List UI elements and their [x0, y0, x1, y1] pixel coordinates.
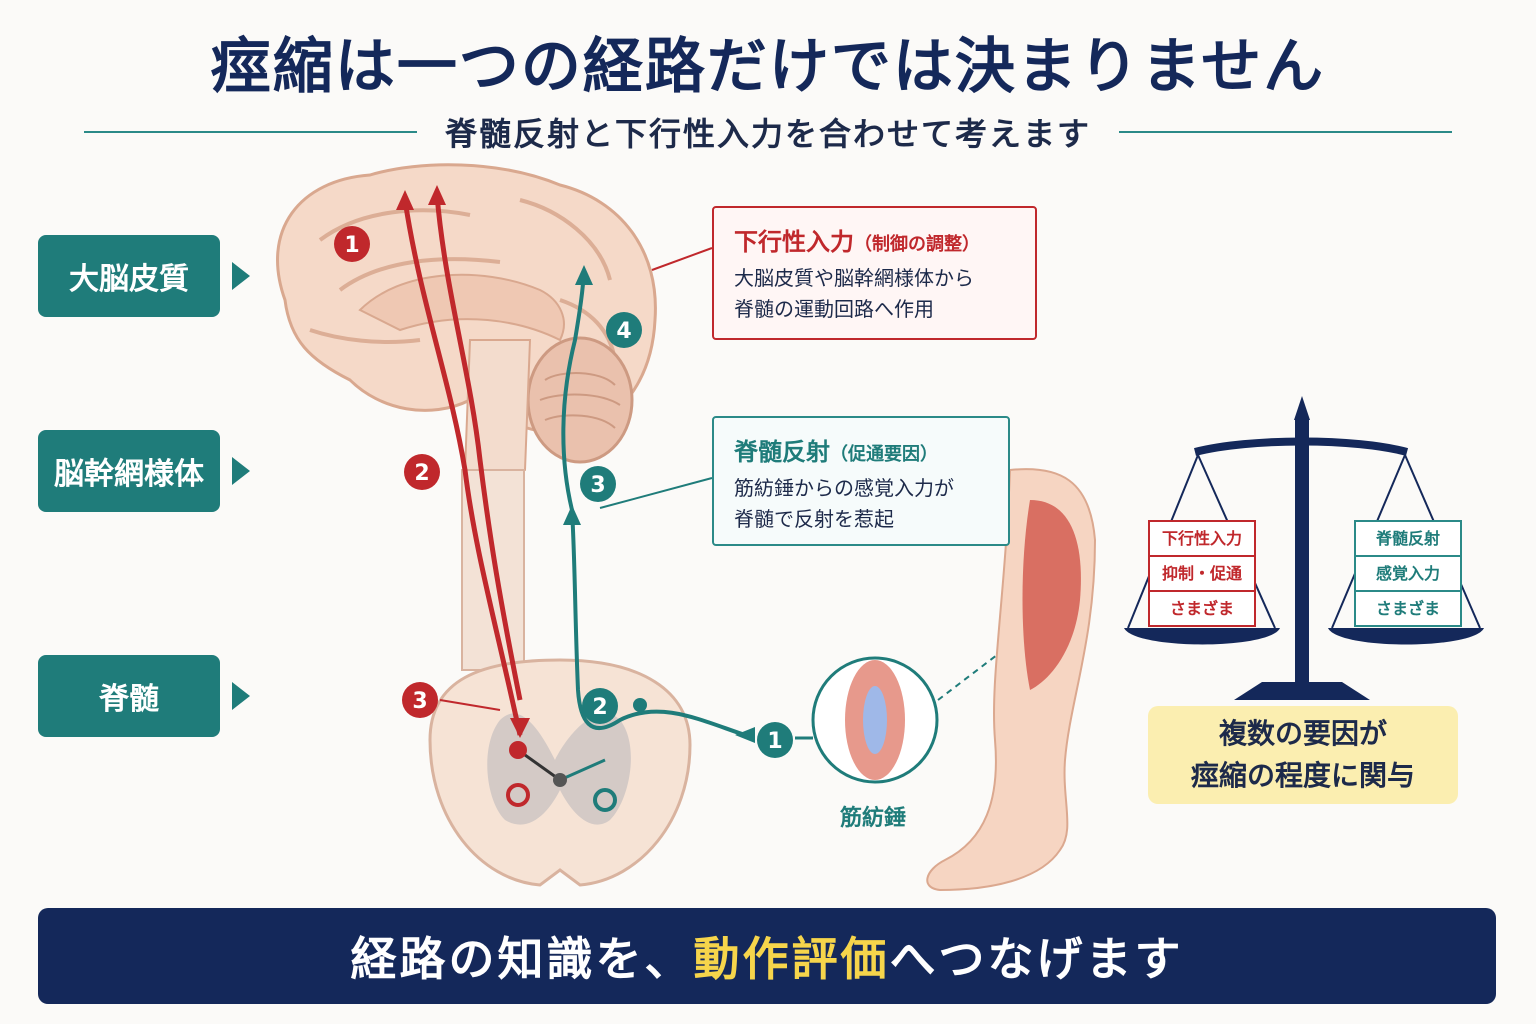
scale-left-labels: 下行性入力 抑制・促通 さまざま [1148, 520, 1256, 627]
scale-pan-left [1124, 628, 1280, 645]
scale-pillar [1295, 420, 1309, 682]
svg-text:3: 3 [412, 689, 427, 714]
banner-text-after: へつなげます [889, 932, 1184, 986]
red-marker-3: 3 [402, 682, 438, 718]
descending-input-line: 脊髄の運動回路へ作用 [734, 297, 934, 321]
page-title: 痙縮は一つの経路だけでは決まりません [210, 32, 1326, 102]
level-label-spinal-cord: 脊髄 [38, 655, 220, 737]
svg-text:2: 2 [414, 461, 429, 486]
descending-arrowhead-top-2 [428, 185, 446, 205]
muscle-spindle-label: 筋紡錘 [839, 806, 906, 831]
scale-right-item: さまざま [1356, 590, 1460, 625]
teal-neuron-upper [633, 698, 647, 712]
spinal-reflex-box: 脊髄反射（促通要因） 筋紡錘からの感覚入力が 脊髄で反射を惹起 [712, 416, 1010, 546]
level-label-cortex: 大脳皮質 [38, 235, 220, 317]
red-3-callout-line [439, 699, 501, 711]
descending-input-note: （制御の調整） [854, 234, 980, 255]
red-marker-1: 1 [334, 226, 370, 262]
subtitle-row: 脊髄反射と下行性入力を合わせて考えます [84, 110, 1453, 154]
svg-text:4: 4 [616, 319, 631, 344]
note-line: 痙縮の程度に関与 [1190, 759, 1415, 792]
reflex-arrowhead-mid [563, 505, 581, 525]
svg-text:2: 2 [592, 695, 607, 720]
reflex-arrowhead-top [575, 265, 593, 285]
spindle-connector [937, 644, 1011, 701]
cerebellum [526, 336, 634, 464]
descending-input-box: 下行性入力（制御の調整） 大脳皮質や脳幹網様体から 脊髄の運動回路へ作用 [712, 206, 1037, 340]
scale-finial [1294, 396, 1310, 420]
red-motor-neuron [506, 783, 530, 807]
page-subtitle: 脊髄反射と下行性入力を合わせて考えます [445, 115, 1092, 153]
level-arrow-brainstem [232, 457, 250, 485]
scale-right-labels: 脊髄反射 感覚入力 さまざま [1354, 520, 1462, 627]
spinal-reflex-heading: 脊髄反射（促通要因） [734, 432, 988, 467]
descending-pathway-2 [434, 194, 523, 701]
scale-pan-right [1328, 628, 1484, 645]
red-marker-2: 2 [404, 454, 440, 490]
banner-highlight: 動作評価 [693, 932, 890, 986]
descending-arrowhead-top-1 [396, 190, 414, 210]
spinal-reflex-line: 脊髄で反射を惹起 [734, 507, 894, 531]
descending-input-line: 大脳皮質や脳幹網様体から [734, 266, 974, 290]
reflex-callout-line [599, 477, 713, 509]
descending-input-heading: 下行性入力（制御の調整） [734, 222, 1015, 257]
scale-left-item: 下行性入力 [1161, 529, 1242, 548]
calf-muscle [1022, 500, 1081, 690]
scale-right-item: 脊髄反射 [1375, 529, 1440, 548]
spinal-reflex-line: 筋紡錘からの感覚入力が [734, 476, 954, 500]
reflex-afferent-path [561, 269, 746, 737]
reflex-arrowhead-entry [735, 727, 755, 743]
spinal-reflex-body: 筋紡錘からの感覚入力が 脊髄で反射を惹起 [734, 473, 988, 535]
svg-text:1: 1 [767, 729, 782, 754]
cerebellum-folia [539, 372, 621, 429]
note-line: 複数の要因が [1218, 717, 1387, 750]
level-arrow-cortex [232, 262, 250, 290]
descending-arrowhead-bottom [510, 718, 530, 738]
teal-marker-3: 3 [580, 466, 616, 502]
scale-base [1234, 682, 1370, 700]
spindle-capsule [863, 686, 887, 754]
scale-left-item: 抑制・促通 [1150, 555, 1254, 590]
svg-text:3: 3 [590, 473, 605, 498]
svg-text:1: 1 [344, 233, 359, 258]
interneuron [553, 773, 567, 787]
brain-corpus-callosum [358, 273, 565, 342]
subtitle-rule-right [1119, 131, 1453, 133]
multiple-factors-note: 複数の要因が 痙縮の程度に関与 [1148, 706, 1458, 804]
scale-left-item: さまざま [1150, 590, 1254, 625]
descending-input-body: 大脳皮質や脳幹網様体から 脊髄の運動回路へ作用 [734, 263, 1015, 325]
banner-text-before: 経路の知識を、 [350, 932, 694, 986]
interneuron-link-right [559, 758, 606, 782]
teal-neuron [593, 788, 617, 812]
level-label-brainstem: 脳幹網様体 [38, 430, 220, 512]
red-neuron-upper [509, 741, 527, 759]
descending-callout-line [651, 247, 713, 271]
descending-input-title: 下行性入力 [734, 228, 854, 256]
scale-beam [1194, 437, 1409, 456]
level-arrow-spinal-cord [232, 682, 250, 710]
teal-marker-1: 1 [757, 722, 793, 758]
spinal-reflex-title: 脊髄反射 [734, 438, 830, 466]
bottom-banner: 経路の知識を、動作評価へつなげます [38, 908, 1496, 1004]
descending-pathway [402, 199, 523, 736]
spinal-reflex-note: （促通要因） [830, 444, 938, 465]
subtitle-rule-left [84, 131, 417, 133]
brain-sulci [309, 198, 617, 361]
teal-marker-4: 4 [606, 312, 642, 348]
teal-marker-2: 2 [582, 688, 618, 724]
scale-right-item: 感覚入力 [1356, 555, 1460, 590]
